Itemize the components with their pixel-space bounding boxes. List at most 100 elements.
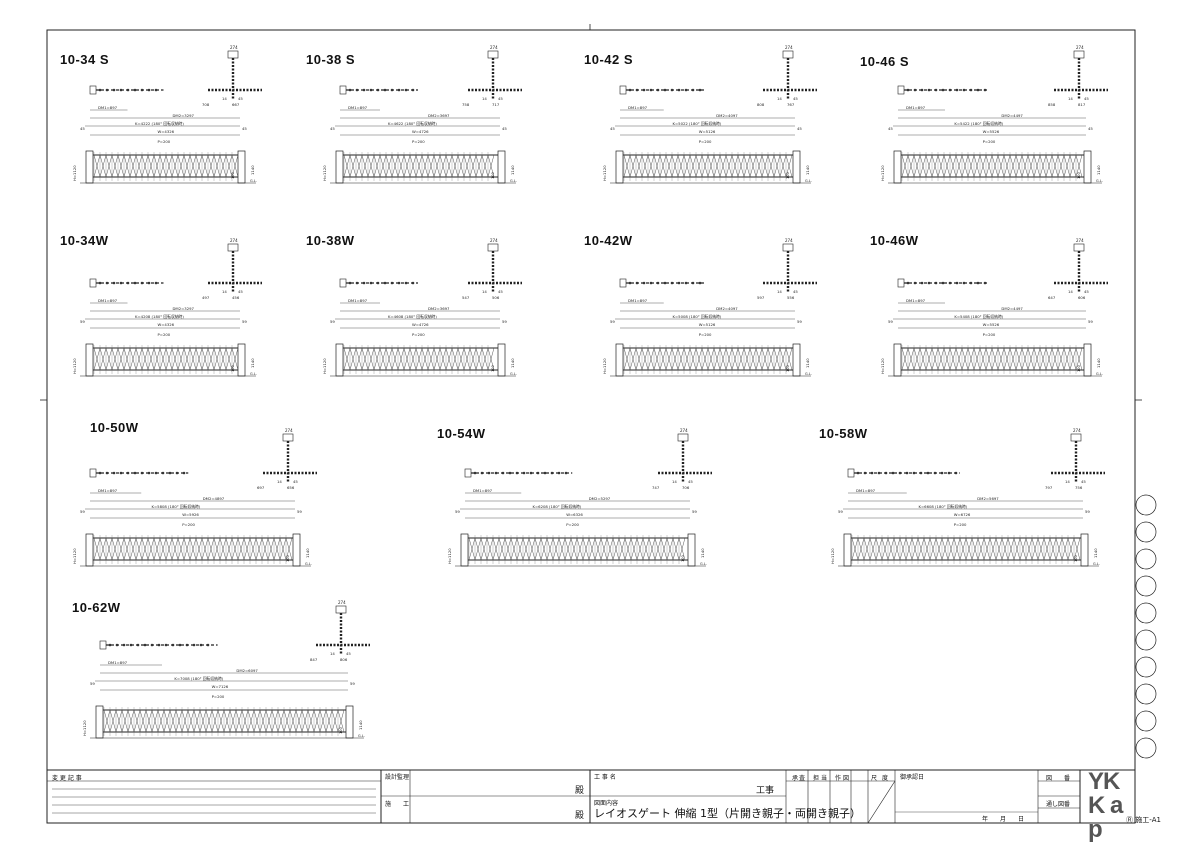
lattice-bar (171, 154, 179, 178)
pivot-node (522, 471, 526, 475)
lattice-bar (415, 154, 423, 178)
lattice-bar (665, 347, 673, 371)
side-dim: 59 (838, 509, 843, 514)
d1-text: 797 (1045, 485, 1053, 490)
lattice-bar (1009, 347, 1017, 371)
lattice-bar (169, 709, 177, 733)
col-label: 度 (882, 775, 889, 782)
lattice-bar (99, 347, 107, 371)
lattice-bar (201, 537, 209, 561)
pivot-node (642, 88, 646, 92)
lattice-bar (463, 154, 471, 178)
pivot-node (543, 471, 547, 475)
lattice-bar (207, 537, 215, 561)
lattice-bar (159, 154, 167, 178)
pivot-node (126, 281, 130, 285)
col-label: 図 (843, 775, 850, 782)
model-label: 10-62W (72, 600, 121, 615)
lattice-bar (1013, 537, 1021, 561)
revision-circle (1135, 656, 1157, 678)
dm2-text: DM2=5297 (589, 496, 611, 501)
pivot-node (891, 471, 895, 475)
p-text: P=200 (158, 332, 171, 337)
lattice-bar (767, 347, 775, 371)
lattice-bar (943, 347, 951, 371)
lattice-bar (433, 154, 441, 178)
lattice-bar (127, 709, 135, 733)
pivot-node (411, 281, 415, 285)
lattice-bar (955, 154, 963, 178)
lattice-bar (1039, 154, 1047, 178)
gl-text: G.L. (805, 372, 812, 376)
lattice-bar (925, 347, 933, 371)
p-text: P=200 (566, 522, 579, 527)
height-text: 1140 (700, 548, 705, 558)
right-post-top (782, 50, 794, 59)
left-pillar (85, 343, 94, 377)
w-text: W=4326 (158, 129, 175, 134)
lattice-bar (869, 537, 877, 561)
lattice-bar (925, 154, 933, 178)
lattice-bar (189, 347, 197, 371)
left-pillar (335, 150, 344, 184)
pivot-node (355, 281, 359, 285)
pivot-node (140, 471, 144, 475)
lattice-bar (913, 347, 921, 371)
lattice-bar (439, 347, 447, 371)
left-post (89, 85, 97, 95)
pivot-node (501, 471, 505, 475)
lattice-bar (237, 537, 245, 561)
d2-text: 656 (287, 485, 295, 490)
pivot-node (969, 88, 973, 92)
lattice-bar (219, 154, 227, 178)
base-text: 100 (786, 172, 790, 179)
p-text: P=200 (699, 139, 712, 144)
height-text: 1140 (510, 165, 515, 175)
lattice-bar (911, 537, 919, 561)
lattice-bar (99, 537, 107, 561)
pivot-node (390, 281, 394, 285)
lattice-bar (991, 347, 999, 371)
pivot-node (480, 471, 484, 475)
lattice-bar (773, 154, 781, 178)
lattice-bar (1027, 347, 1035, 371)
right-pillar (687, 533, 696, 567)
p-text: P=200 (412, 139, 425, 144)
side-dim: 59 (297, 509, 302, 514)
h-text: H=1120 (880, 358, 885, 374)
lattice-bar (641, 347, 649, 371)
drawing-number-label: 図 番 (1046, 775, 1071, 782)
lattice-bar (253, 709, 261, 733)
lattice-bar (267, 537, 275, 561)
lattice-bar (355, 347, 363, 371)
pivot-node (557, 471, 561, 475)
left-post (619, 278, 627, 288)
lattice-bar (361, 154, 369, 178)
dm2-text: DM2=3697 (428, 113, 450, 118)
pivot-node (178, 643, 182, 647)
pivot-node (863, 471, 867, 475)
lattice-bar (677, 347, 685, 371)
h-text: H=1120 (602, 358, 607, 374)
pivot-node (912, 471, 916, 475)
pivot-node (147, 471, 151, 475)
lattice-bar (249, 537, 257, 561)
lattice-bar (618, 537, 626, 561)
side-dim: 59 (455, 509, 460, 514)
lattice-bar (1021, 347, 1029, 371)
right-pillar (497, 150, 506, 184)
lattice-bar (666, 537, 674, 561)
pivot-node (515, 471, 519, 475)
revision-circle (1135, 710, 1157, 732)
lattice-bar (1043, 537, 1051, 561)
lattice-bar (552, 537, 560, 561)
pivot-node (856, 471, 860, 475)
d2-text: 817 (1078, 102, 1086, 107)
lattice-bar (165, 154, 173, 178)
lattice-bar (995, 537, 1003, 561)
w-text: W=5126 (699, 129, 716, 134)
lattice-bar (109, 709, 117, 733)
